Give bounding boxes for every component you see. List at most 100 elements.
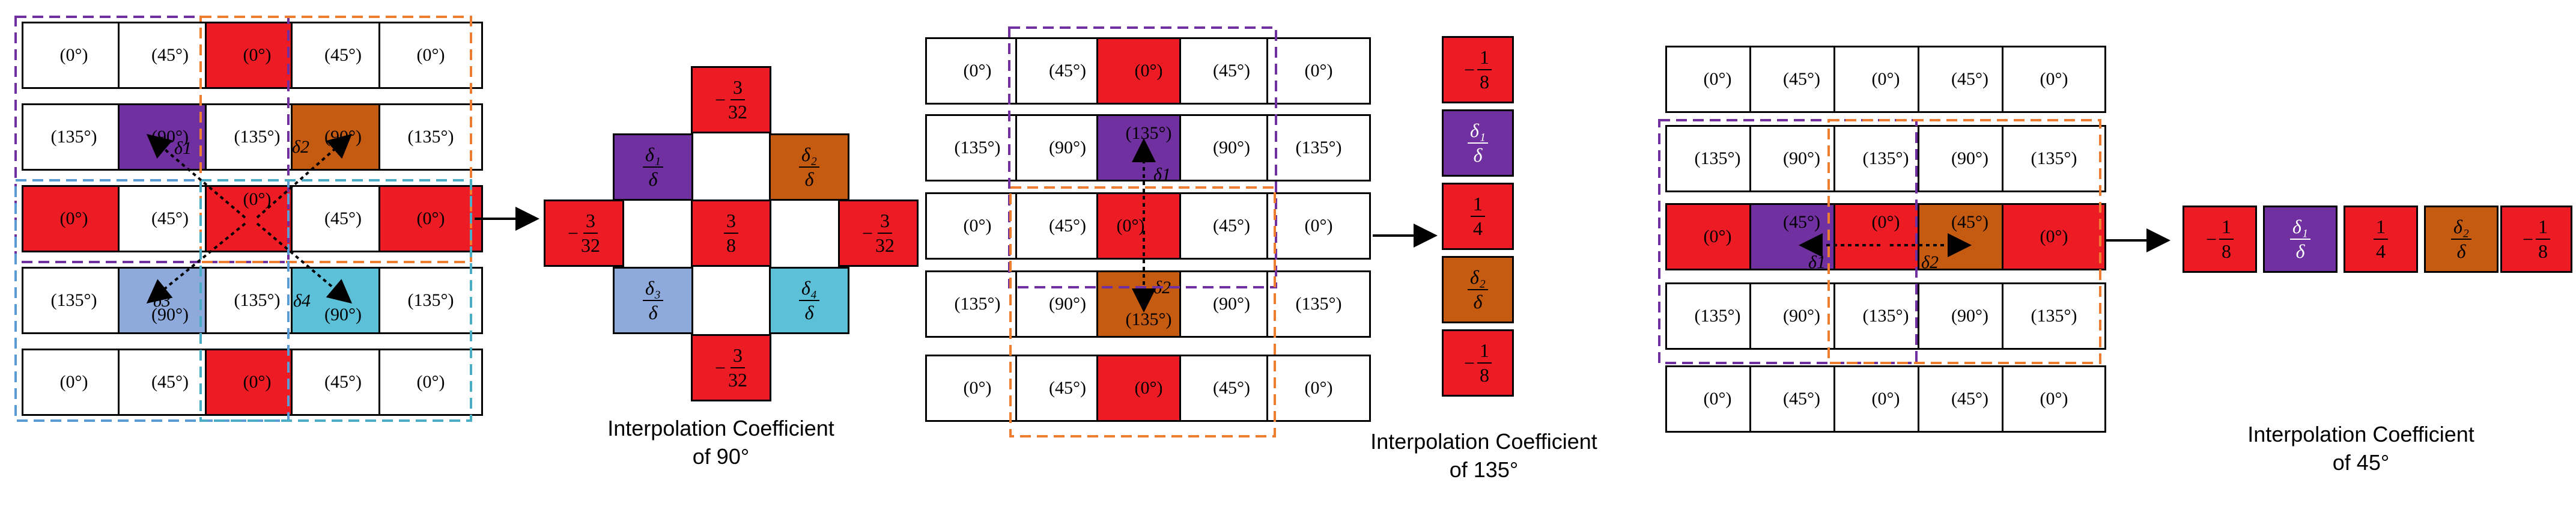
- frac-num: 1: [2219, 216, 2234, 240]
- pixel-cell: (0°): [378, 22, 483, 89]
- caption-line: Interpolation Coefficient: [607, 416, 834, 440]
- frac-num: 1: [2374, 216, 2388, 240]
- angle-label: (0°): [1116, 216, 1145, 236]
- angle-label: (135°): [234, 127, 281, 147]
- frac-den: 32: [581, 234, 601, 256]
- angle-label: (0°): [2040, 69, 2068, 89]
- angle-label: (90°): [1951, 148, 1988, 168]
- angle-label: (135°): [50, 127, 97, 147]
- caption-line: Interpolation Coefficient: [1370, 429, 1597, 454]
- angle-label: (135°): [1862, 306, 1909, 326]
- frac-num: 3: [724, 210, 738, 234]
- angle-label: (0°): [1703, 227, 1732, 246]
- angle-label: (0°): [1304, 61, 1333, 81]
- frac-num: 3: [731, 77, 746, 100]
- window-frame: [199, 16, 472, 263]
- pixel-cell: (135°): [2002, 282, 2106, 350]
- angle-label: (0°): [2040, 227, 2068, 246]
- angle-label: (0°): [1871, 212, 1900, 232]
- angle-label: (45°): [1951, 389, 1988, 409]
- pixel-cell: (0°): [378, 349, 483, 416]
- pixel-cell: (0°): [925, 355, 1030, 422]
- angle-label: (135°): [234, 290, 281, 310]
- pixel-cell: (0°): [378, 185, 483, 252]
- pixel-cell: (135°): [378, 103, 483, 171]
- angle-label: (45°): [1049, 216, 1086, 236]
- frac-den: δ: [648, 168, 658, 190]
- frac-num: δ₁: [643, 144, 663, 168]
- delta-label: δ1: [174, 138, 192, 158]
- angle-label: (0°): [1134, 378, 1163, 398]
- angle-label: (0°): [416, 372, 445, 392]
- angle-label: (135°): [2031, 148, 2077, 168]
- frac-num: δ₁: [1468, 120, 1488, 144]
- frac-num: δ₂: [799, 144, 819, 168]
- pixel-cell: (45°): [291, 185, 395, 252]
- caption-135: Interpolation Coefficient of 135°: [1322, 428, 1646, 484]
- frac-num: 3: [731, 345, 746, 368]
- angle-label: (0°): [243, 45, 272, 65]
- frac-den: δ: [648, 301, 658, 323]
- caption-line: of 135°: [1449, 457, 1519, 482]
- pixel-cell: (135°): [1266, 270, 1371, 338]
- frac-den: δ: [804, 168, 814, 190]
- direction-arrow: [146, 222, 246, 304]
- delta-label: δ2: [1921, 252, 1939, 272]
- angle-label: (90°): [1049, 138, 1086, 157]
- angle-label: (45°): [1783, 212, 1820, 232]
- pixel-cell: (0°): [925, 192, 1030, 260]
- minus-sign: −: [861, 222, 873, 244]
- frac-den: 8: [726, 234, 736, 256]
- pixel-cell: (135°): [2002, 125, 2106, 192]
- frac-num: δ₁: [2290, 216, 2310, 240]
- pixel-cell: (0°): [1266, 37, 1371, 105]
- angle-label: (90°): [1213, 294, 1250, 314]
- angle-label: (45°): [151, 209, 189, 228]
- minus-sign: −: [2522, 228, 2534, 250]
- angle-label: (0°): [59, 45, 88, 65]
- angle-label: (135°): [407, 290, 454, 310]
- angle-label: (45°): [1049, 61, 1086, 81]
- frac-den: 4: [1473, 217, 1483, 239]
- pixel-cell: (135°): [378, 267, 483, 334]
- angle-label: (0°): [1134, 61, 1163, 81]
- minus-sign: −: [714, 89, 726, 111]
- angle-label: (45°): [324, 209, 362, 228]
- pixel-cell: (135°): [925, 270, 1030, 338]
- window-frame: [1008, 26, 1277, 288]
- frac-den: δ: [2295, 240, 2305, 262]
- pixel-cell: (135°): [22, 267, 126, 334]
- angle-label: (0°): [963, 378, 992, 398]
- frac-num: δ₄: [799, 278, 819, 301]
- angle-label: (0°): [416, 209, 445, 228]
- frac-den: δ: [1473, 290, 1483, 312]
- minus-sign: −: [567, 222, 579, 244]
- angle-label: (90°): [151, 305, 189, 325]
- delta-label: δ4: [293, 291, 311, 311]
- angle-label: (135°): [407, 127, 454, 147]
- angle-label: (45°): [324, 45, 362, 65]
- minus-sign: −: [1463, 352, 1475, 374]
- frac-den: δ: [804, 301, 814, 323]
- frac-den: 4: [2376, 240, 2386, 262]
- minus-sign: −: [2205, 228, 2217, 250]
- pixel-cell: (135°): [1833, 282, 1938, 350]
- minus-sign: −: [1463, 59, 1475, 81]
- caption-line: of 90°: [692, 444, 750, 469]
- window-frame: [14, 16, 290, 263]
- pixel-cell: (90°): [291, 267, 395, 334]
- angle-label: (90°): [1783, 306, 1820, 326]
- angle-label: (0°): [243, 189, 272, 209]
- angle-label: (45°): [324, 372, 362, 392]
